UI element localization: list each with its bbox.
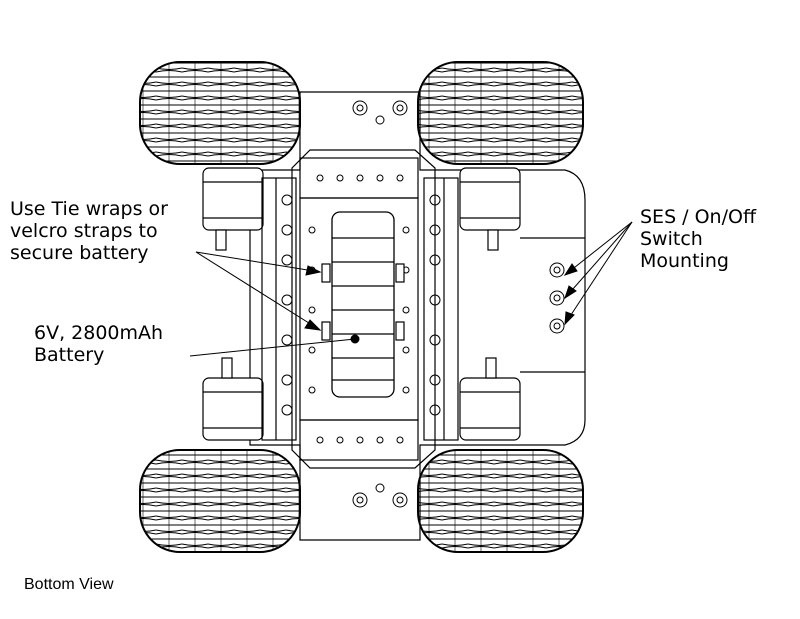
channel-right [423, 177, 459, 441]
annotation-switch-mount-line-2: Switch [640, 228, 703, 250]
wheel-front-left [139, 61, 301, 165]
annotation-tie-wraps-line-3: secure battery [10, 242, 149, 264]
annotation-switch-mount-line-3: Mounting [640, 250, 729, 272]
view-caption: Bottom View [24, 576, 114, 593]
battery-straps [321, 263, 405, 341]
wheel-rear-right [417, 449, 584, 553]
battery-pack [331, 211, 395, 398]
channel-left [261, 177, 297, 441]
annotation-battery-line-1: 6V, 2800mAh [34, 322, 164, 344]
leader-battery [189, 334, 360, 357]
annotation-battery: 6V, 2800mAh Battery [34, 322, 163, 366]
annotation-tie-wraps-line-2: velcro straps to [10, 220, 158, 242]
annotation-tie-wraps: Use Tie wraps or velcro straps to secure… [10, 198, 168, 264]
leader-switch [563, 221, 633, 326]
center-frame [291, 149, 436, 469]
leader-tie-wraps [195, 251, 322, 331]
motor-rear-left [202, 357, 264, 441]
chassis-plate [249, 91, 586, 541]
plate-holes-top [352, 100, 408, 508]
wheel-front-right [417, 61, 584, 165]
annotation-tie-wraps-line-1: Use Tie wraps or [10, 198, 168, 220]
switch-mounting-holes [549, 262, 565, 334]
motor-front-right [459, 167, 521, 251]
wheel-rear-left [139, 449, 301, 553]
annotation-battery-line-2: Battery [34, 344, 105, 366]
annotation-switch-mount: SES / On/Off Switch Mounting [640, 206, 756, 272]
frame-holes [308, 174, 410, 444]
motor-rear-right [459, 357, 521, 441]
annotation-switch-mount-line-1: SES / On/Off [640, 206, 757, 228]
motor-front-left [202, 167, 264, 251]
